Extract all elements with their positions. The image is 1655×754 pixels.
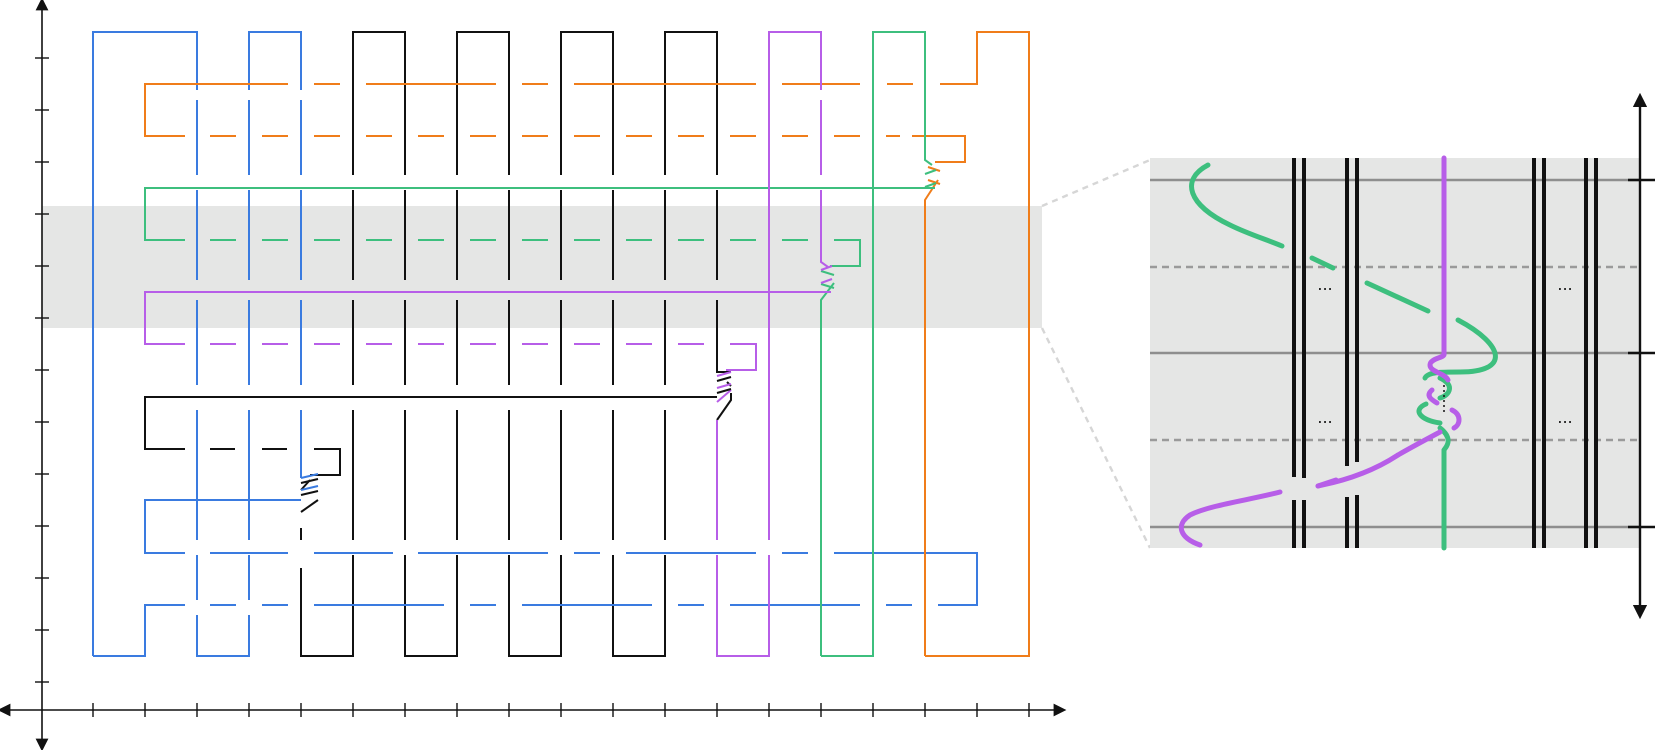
black-strand-loop: [560, 31, 614, 175]
orange-strand: [144, 31, 1030, 657]
orange-horizontal-dashes: [144, 83, 966, 163]
inset-green-strand: [1189, 162, 1498, 551]
inset-purple-curve: [1178, 489, 1283, 548]
inset-black-strands: [1292, 158, 1598, 548]
inset-purple-twist: [1426, 387, 1440, 406]
blue-horizontal-row: [144, 499, 301, 554]
orange-crossing-marks: [927, 166, 941, 185]
inset-purple-curve: [1427, 155, 1451, 383]
inset-green-tail: [1437, 425, 1451, 551]
purple-crossing-marks: [820, 265, 833, 284]
black-horizontal-row: [144, 396, 717, 450]
inset-ellipsis-labels: ... ... ... ...: [1317, 275, 1572, 427]
zoom-inset-panel: ... ... ... ...: [1150, 92, 1655, 620]
black-strand-bottom-loop: [300, 568, 354, 657]
black-horizontal-dashes: [210, 448, 341, 476]
axes: [0, 0, 1067, 752]
inset-purple-curve: [1315, 477, 1339, 489]
inset-green-curve: [1309, 255, 1336, 271]
blue-outer-loop: [92, 31, 198, 656]
inset-purple-strand: [1178, 155, 1462, 548]
orange-outer-loop: [925, 31, 1030, 657]
inset-ellipsis: ...: [1557, 275, 1572, 294]
blue-black-crossing: [300, 371, 732, 496]
grid-diagram-panel: [0, 0, 1067, 752]
zoom-connectors: [1040, 158, 1152, 549]
purple-horizontal-dashes: [144, 291, 831, 371]
inset-green-curve: [1422, 317, 1498, 381]
inset-purple-curve: [1395, 429, 1443, 458]
black-strand-bottom-loop: [612, 568, 666, 657]
black-strand-bottom-loop: [508, 568, 562, 657]
purple-bottom-loop: [716, 568, 770, 657]
blue-horizontal-dashes: [93, 552, 978, 657]
green-crossing-marks: [924, 169, 937, 188]
inset-green-twist: [1437, 375, 1452, 401]
blue-strand-path: [196, 31, 302, 657]
inset-ellipsis: ...: [1317, 408, 1332, 427]
purple-strand: [144, 31, 833, 657]
inset-purple-twist: [1449, 407, 1462, 431]
inset-green-curve: [1189, 162, 1285, 249]
purple-crossing-mark: [716, 371, 732, 389]
purple-strand-path: [768, 31, 829, 540]
highlight-band: [42, 206, 1042, 328]
black-strand-loop: [456, 31, 510, 175]
green-outer-loop: [821, 31, 933, 657]
inset-ellipsis: ...: [1557, 408, 1572, 427]
orange-strand-path: [924, 179, 939, 656]
black-crossing-mark: [716, 376, 732, 394]
green-crossing-marks-2: [820, 270, 835, 289]
green-horizontal-dashes: [144, 187, 935, 267]
inset-vertical-axis: [1628, 92, 1655, 620]
black-crossing-mark: [300, 478, 319, 496]
green-strand: [144, 31, 937, 657]
black-strands: [144, 31, 732, 657]
black-strand-segment: [716, 300, 731, 373]
zoom-connector-bottom: [1040, 327, 1152, 549]
inset-dashed-lines: [1150, 265, 1640, 442]
inset-ellipsis: ...: [1317, 275, 1332, 294]
inset-green-twist: [1416, 401, 1443, 426]
black-strand-crossing: [716, 393, 732, 421]
green-strand-path: [820, 282, 835, 656]
black-strand-loop: [352, 31, 406, 175]
x-axis-ticks: [92, 703, 1030, 717]
purple-strand-crossing: [716, 389, 732, 403]
y-axis-ticks: [35, 57, 49, 683]
blue-strand: [92, 31, 978, 657]
zoom-connector-top: [1041, 158, 1151, 208]
inset-green-curve: [1364, 280, 1431, 314]
blue-crossing-mark: [300, 473, 319, 491]
black-strand-loop: [664, 31, 718, 175]
black-strand-crossing: [300, 499, 319, 513]
black-strand-bottom-loop: [404, 568, 458, 657]
inset-horizontal-lines: [1150, 178, 1640, 529]
